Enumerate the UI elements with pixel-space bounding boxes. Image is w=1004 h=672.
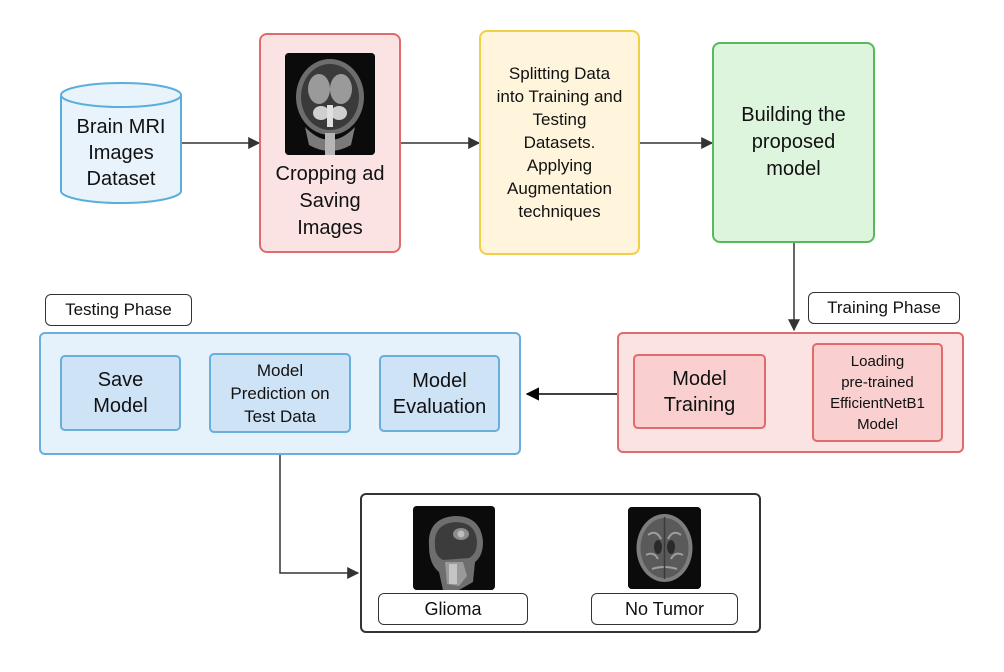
glioma-label-box: Glioma — [378, 593, 528, 625]
model-training-label: Model Training — [663, 367, 736, 416]
cylinder-shape — [60, 82, 182, 204]
save-model-box: Save Model — [60, 355, 181, 431]
no-tumor-mri-thumbnail — [628, 507, 701, 589]
cropping-box: Cropping ad Saving Images — [259, 33, 401, 253]
glioma-mri-image — [413, 506, 495, 590]
loading-model-label: Loading pre-trained EfficientNetB1 Model — [830, 352, 925, 433]
testing-phase-label: Testing Phase — [65, 300, 172, 319]
no-tumor-label-box: No Tumor — [591, 593, 738, 625]
training-phase-tag: Training Phase — [808, 292, 960, 324]
building-model-label: Building the proposed model — [741, 104, 846, 180]
building-model-box: Building the proposed model — [712, 42, 875, 243]
coronal-mri-thumbnail — [285, 53, 375, 155]
glioma-label: Glioma — [424, 598, 482, 619]
dataset-label: Brain MRI Images Dataset — [76, 116, 166, 190]
no-tumor-label: No Tumor — [624, 598, 705, 619]
cropping-label: Cropping ad Saving Images — [275, 163, 385, 239]
splitting-label: Splitting Data into Training and Testing… — [496, 64, 623, 221]
model-evaluation-box: Model Evaluation — [379, 355, 500, 432]
model-evaluation-label: Model Evaluation — [392, 369, 487, 418]
arrow-testing-to-results — [279, 455, 360, 579]
glioma-mri-thumbnail — [413, 506, 495, 590]
loading-model-box: Loading pre-trained EfficientNetB1 Model — [812, 343, 943, 442]
splitting-box: Splitting Data into Training and Testing… — [479, 30, 640, 255]
save-model-label: Save Model — [93, 369, 148, 417]
dataset-cylinder: Brain MRI Images Dataset — [60, 82, 182, 204]
testing-phase-tag: Testing Phase — [45, 294, 192, 326]
model-training-box: Model Training — [633, 354, 766, 429]
training-phase-label: Training Phase — [827, 298, 941, 317]
coronal-mri-image — [285, 53, 375, 155]
no-tumor-mri-image — [628, 507, 701, 589]
model-prediction-label: Model Prediction on Test Data — [230, 360, 330, 426]
model-prediction-box: Model Prediction on Test Data — [209, 353, 351, 433]
